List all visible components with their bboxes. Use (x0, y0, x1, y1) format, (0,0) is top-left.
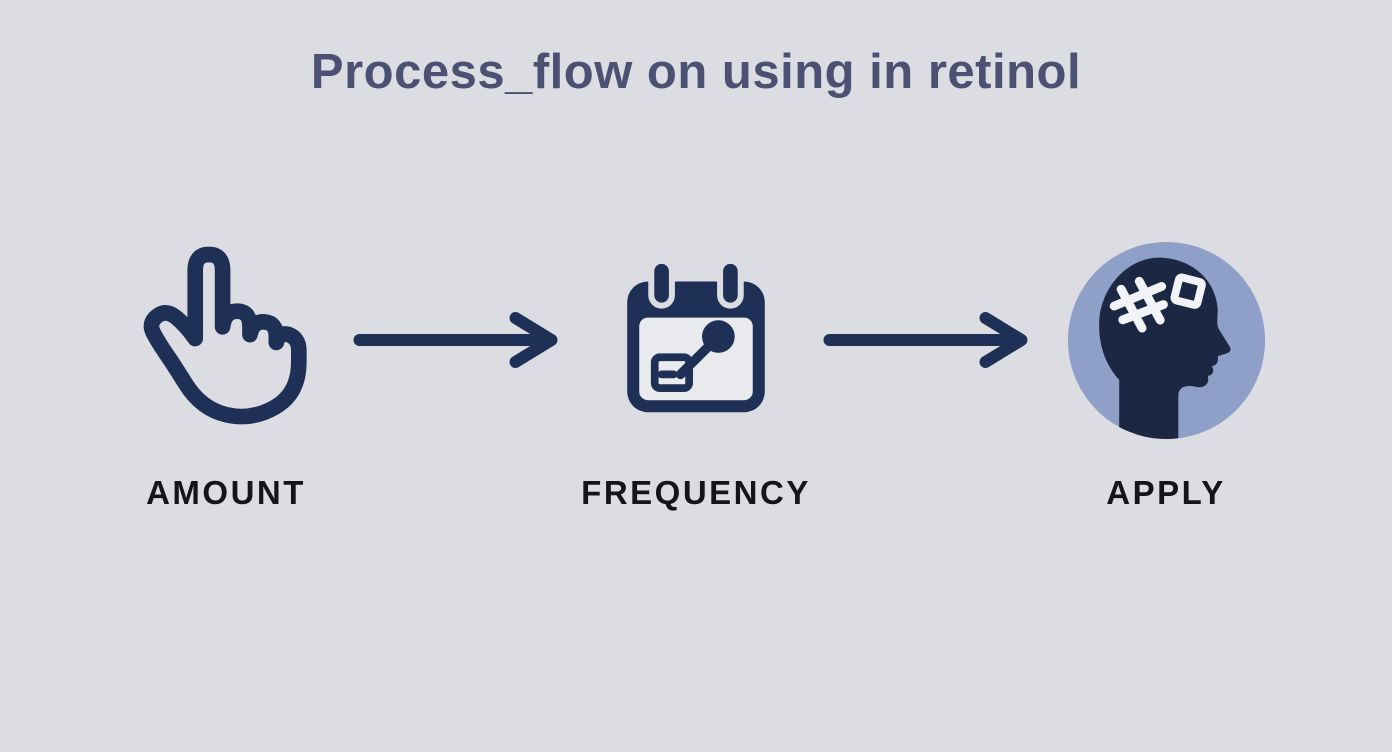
step-frequency: FREQUENCY (576, 234, 816, 512)
calendar-pin-icon (606, 234, 786, 446)
head-profile-icon (1064, 234, 1269, 446)
arrow-right-icon (816, 234, 1046, 446)
step-label-apply: APPLY (1106, 474, 1226, 511)
step-label-frequency: FREQUENCY (581, 474, 811, 511)
arrow-right-icon (346, 234, 576, 446)
step-label-amount: AMOUNT (146, 474, 306, 511)
page-title: Process_flow on using in retinol (310, 45, 1082, 99)
step-apply: APPLY (1046, 234, 1286, 512)
flow-row: AMOUNT FRE (0, 234, 1392, 512)
step-amount: AMOUNT (106, 234, 346, 512)
hand-pointer-icon (124, 234, 329, 446)
